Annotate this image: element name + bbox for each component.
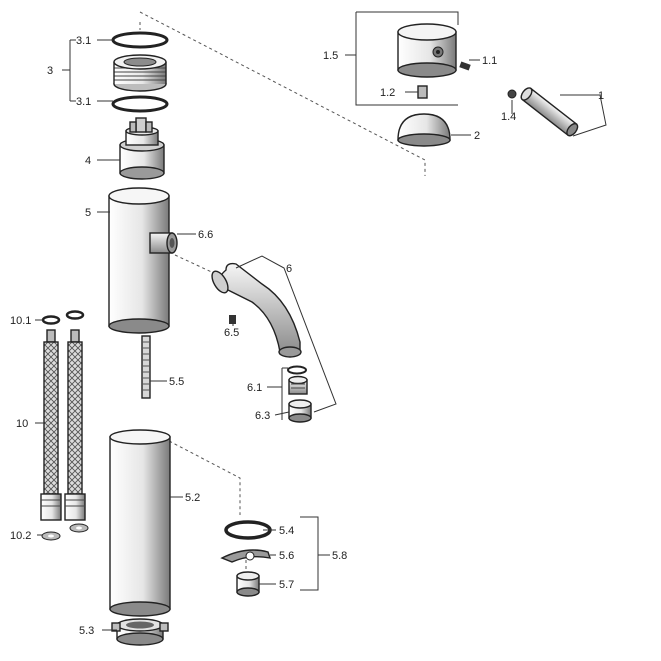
washer-6-1 [287,365,308,395]
label-10-2: 10.2 [10,530,31,542]
spout-connector-6-6 [149,232,178,254]
label-1-4: 1.4 [501,111,516,123]
label-5: 5 [85,207,91,219]
label-6-1: 6.1 [247,382,262,394]
label-5-2: 5.2 [185,492,200,504]
threaded-bushing-3 [113,54,167,92]
hose-10-right [64,329,86,521]
label-5-3: 5.3 [79,625,94,637]
label-5-5: 5.5 [169,376,184,388]
label-5-8: 5.8 [332,550,347,562]
spout-6 [211,262,302,358]
label-5-4: 5.4 [279,525,294,537]
label-6-6: 6.6 [198,229,213,241]
label-3-1-bottom: 3.1 [76,96,91,108]
o-rings-10-1 [41,310,85,325]
label-6-5: 6.5 [224,327,239,339]
label-4: 4 [85,155,91,167]
mounting-nut-5-3 [111,618,169,646]
cartridge-4 [119,117,165,180]
part-labels: 3.1 3 3.1 4 5 6.6 5.5 5.2 5.3 1.5 1.1 1.… [10,35,604,637]
label-5-6: 5.6 [279,550,294,562]
label-3: 3 [47,65,53,77]
assembly-dashed-lines [139,11,426,605]
label-1-1: 1.1 [482,55,497,67]
label-1: 1 [598,90,604,102]
o-ring-3-1-bottom [111,95,169,113]
label-6: 6 [286,263,292,275]
label-6-3: 6.3 [255,410,270,422]
label-2: 2 [474,130,480,142]
aerator-6-3 [288,399,312,423]
label-1-5: 1.5 [323,50,338,62]
lever-screw-1-4 [507,89,517,99]
handle-1-5 [397,23,457,78]
clip-5-6 [220,549,272,563]
label-1-2: 1.2 [380,87,395,99]
lever-1 [520,87,579,137]
hose-10-left [40,329,62,521]
label-5-7: 5.7 [279,579,294,591]
insert-1-2 [417,85,428,99]
o-ring-3-1-top [111,31,169,49]
faucet-body-5 [108,187,170,334]
label-10-1: 10.1 [10,315,31,327]
threaded-rod-5-5 [141,335,151,399]
nut-5-7 [236,571,260,597]
washers-10-2 [41,523,89,541]
dome-cover-2 [397,113,451,147]
seal-6-5 [229,315,236,324]
label-3-1-top: 3.1 [76,35,91,47]
leader-lines [35,11,607,631]
label-10: 10 [16,418,28,430]
base-shroud-5-2 [109,429,171,617]
set-screw-1-1 [459,61,471,71]
